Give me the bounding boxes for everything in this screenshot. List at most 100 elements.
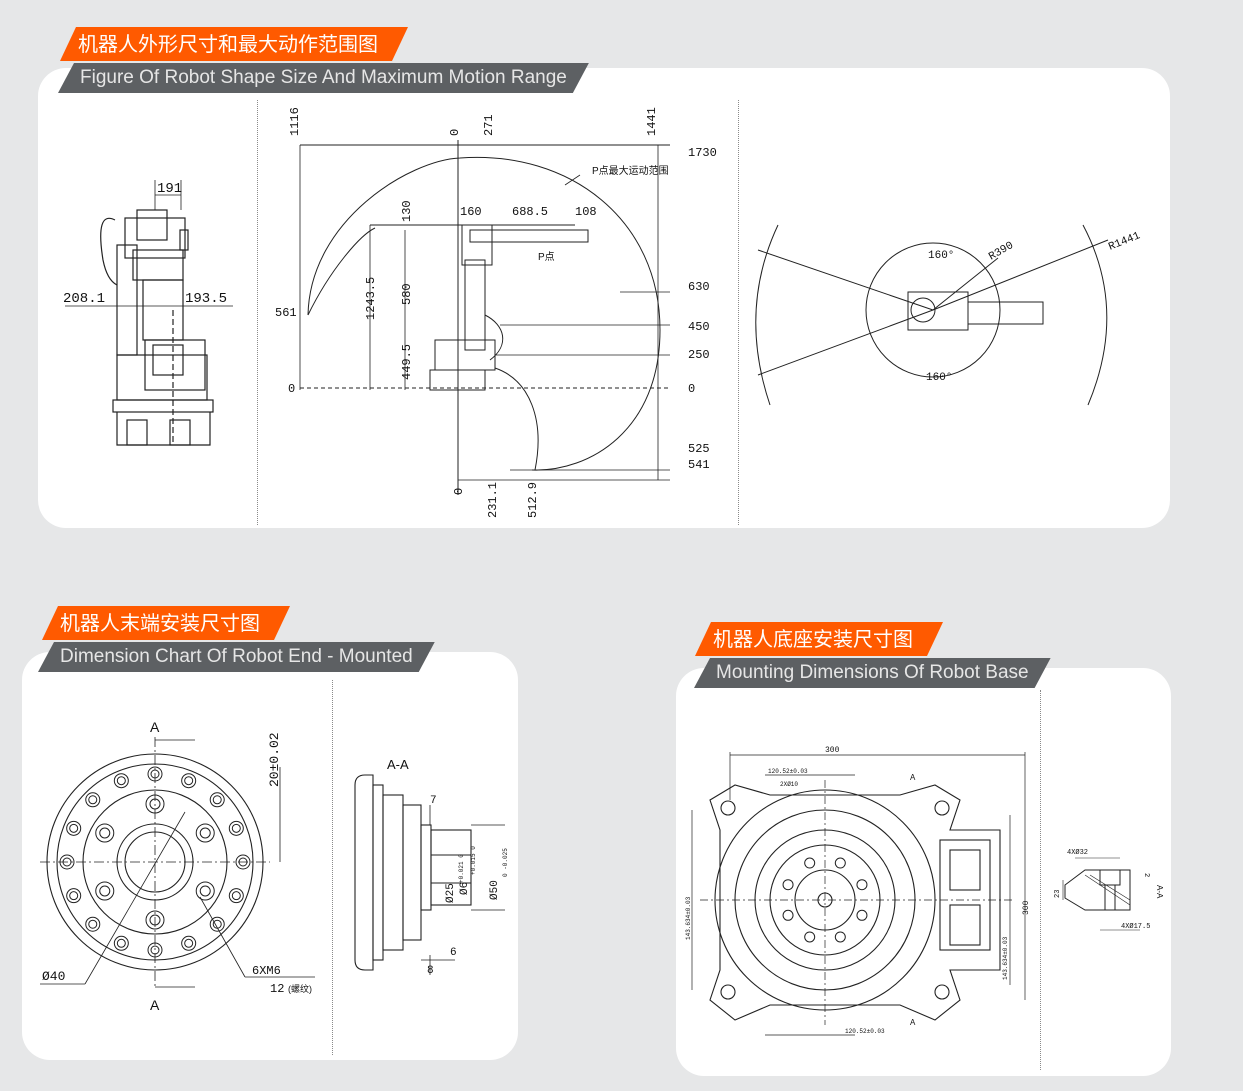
base-plan-view: 300 300 A A 120.52±0.03 120.52±0.03 143.… <box>685 746 1031 1036</box>
profile-bottom-512: 512.9 <box>526 482 540 518</box>
end-mount-title-cn: 机器人末端安装尺寸图 <box>42 606 290 640</box>
dim-depth: 12 <box>270 982 284 996</box>
base-d-bottom: 120.52±0.03 <box>845 1028 885 1035</box>
bolt-hole <box>95 881 115 901</box>
section-label: A-A <box>1155 885 1164 899</box>
profile-right-0: 0 <box>688 382 695 396</box>
section-cbore: 4XØ32 <box>1067 848 1088 857</box>
bolt-hole <box>66 820 82 836</box>
divider <box>332 680 333 1055</box>
robot-side-view: 191 208.1 193.5 <box>63 180 233 446</box>
profile-right-250: 250 <box>688 348 710 362</box>
dim-dia-40: Ø40 <box>42 969 65 984</box>
bolt-hole <box>228 820 244 836</box>
base-mount-card <box>676 668 1171 1076</box>
bolt-hole-inner <box>199 885 211 897</box>
bolt-hole <box>782 879 794 891</box>
divider <box>738 100 739 525</box>
top-angle-top: 160° <box>928 250 954 262</box>
base-width: 300 <box>825 746 840 755</box>
profile-arm-160: 160 <box>460 205 482 219</box>
profile-bottom-231: 231.1 <box>486 482 500 518</box>
robot-motion-profile: 1116 0 271 1441 1730 630 450 250 0 525 5… <box>275 107 717 518</box>
bolt-hole <box>782 909 794 921</box>
motion-range-title-en: Figure Of Robot Shape Size And Maximum M… <box>58 63 589 93</box>
divider <box>257 100 258 525</box>
section-depth: 23 <box>1054 890 1062 898</box>
base-d-top: 120.52±0.03 <box>768 768 808 775</box>
top-angle-bottom: 160° <box>926 372 952 384</box>
bolt-hole <box>195 881 215 901</box>
profile-vert-449: 449.5 <box>400 344 414 380</box>
bolt-hole-inner <box>88 919 98 929</box>
bolt-hole-inner <box>99 827 111 839</box>
section-aa: A-A <box>387 757 409 772</box>
bolt-hole <box>113 935 129 951</box>
side-dim-left: 208.1 <box>63 291 105 307</box>
end-mount-card <box>22 652 518 1060</box>
bolt-hole <box>834 857 846 869</box>
bolt-hole-inner <box>231 891 241 901</box>
section-a-top: A <box>150 719 160 735</box>
end-front-view: A A 20±0.02 Ø40 6XM6 12 (螺纹) <box>40 719 315 1013</box>
base-height: 300 <box>1022 900 1031 915</box>
bolt-hole <box>195 823 215 843</box>
bolt-hole-inner <box>69 891 79 901</box>
bolt-hole <box>85 792 101 808</box>
profile-top-271: 271 <box>482 114 496 136</box>
profile-right-525: 525 <box>688 442 710 456</box>
base-holes-note: 2XØ10 <box>780 781 798 788</box>
dim-6: 6 <box>450 947 457 959</box>
dim-d6: Ø6 <box>459 882 471 895</box>
profile-vert-1243: 1243.5 <box>364 277 378 320</box>
side-dim-right: 193.5 <box>185 291 227 307</box>
dim-d6-tol: +0.015 0 <box>470 846 477 875</box>
profile-bottom-0: 0 <box>452 488 466 495</box>
dim-depth-note: (螺纹) <box>288 983 312 994</box>
bolt-hole <box>95 823 115 843</box>
dim-d50: Ø50 <box>489 880 501 900</box>
bolt-hole <box>209 916 225 932</box>
divider <box>1040 690 1041 1070</box>
profile-top-1441: 1441 <box>645 107 659 136</box>
dim-8: 8 <box>427 965 434 977</box>
end-side-view: A-A 7 6 8 Ø25 +0.021 0 Ø6 +0.015 0 Ø50 0… <box>354 757 509 977</box>
base-section-view: 4XØ32 4XØ17.5 23 A-A 2 <box>1054 848 1164 931</box>
base-a-top: A <box>910 773 916 782</box>
dim-d25-tol: +0.021 0 <box>458 854 465 883</box>
p-range-note: P点最大运动范围 <box>592 164 669 177</box>
dim-thread: 6XM6 <box>252 964 281 978</box>
base-d-right: 143.634±0.03 <box>1002 936 1009 980</box>
dim-7: 7 <box>430 795 437 807</box>
bolt-hole-inner <box>231 823 241 833</box>
bolt-hole-inner <box>199 827 211 839</box>
bolt-hole <box>804 857 816 869</box>
base-a-bottom: A <box>910 1018 916 1027</box>
profile-left-561: 561 <box>275 306 297 320</box>
bolt-hole-inner <box>212 795 222 805</box>
bolt-hole <box>856 879 868 891</box>
section-small: 2 <box>1142 873 1150 877</box>
dim-d25: Ø25 <box>445 883 457 903</box>
base-d-left: 143.634±0.03 <box>685 896 692 940</box>
bolt-hole <box>235 854 251 870</box>
bolt-hole-inner <box>184 938 194 948</box>
bolt-hole-inner <box>116 776 126 786</box>
bolt-hole <box>66 888 82 904</box>
profile-top-1116: 1116 <box>288 107 302 136</box>
bolt-hole <box>181 773 197 789</box>
p-point-label: P点 <box>538 251 555 263</box>
bolt-hole <box>804 931 816 943</box>
profile-right-541: 541 <box>688 458 710 472</box>
motion-range-title-cn: 机器人外形尺寸和最大动作范围图 <box>60 27 408 61</box>
bolt-hole <box>113 773 129 789</box>
robot-top-view: 160° 160° R390 R1441 <box>755 224 1142 406</box>
profile-right-630: 630 <box>688 280 710 294</box>
profile-arm-688: 688.5 <box>512 205 548 219</box>
base-mount-title-en: Mounting Dimensions Of Robot Base <box>694 658 1051 688</box>
bolt-hole <box>834 931 846 943</box>
bolt-hole-inner <box>99 885 111 897</box>
bolt-hole <box>145 910 165 930</box>
bolt-hole <box>228 888 244 904</box>
bolt-hole-inner <box>184 776 194 786</box>
